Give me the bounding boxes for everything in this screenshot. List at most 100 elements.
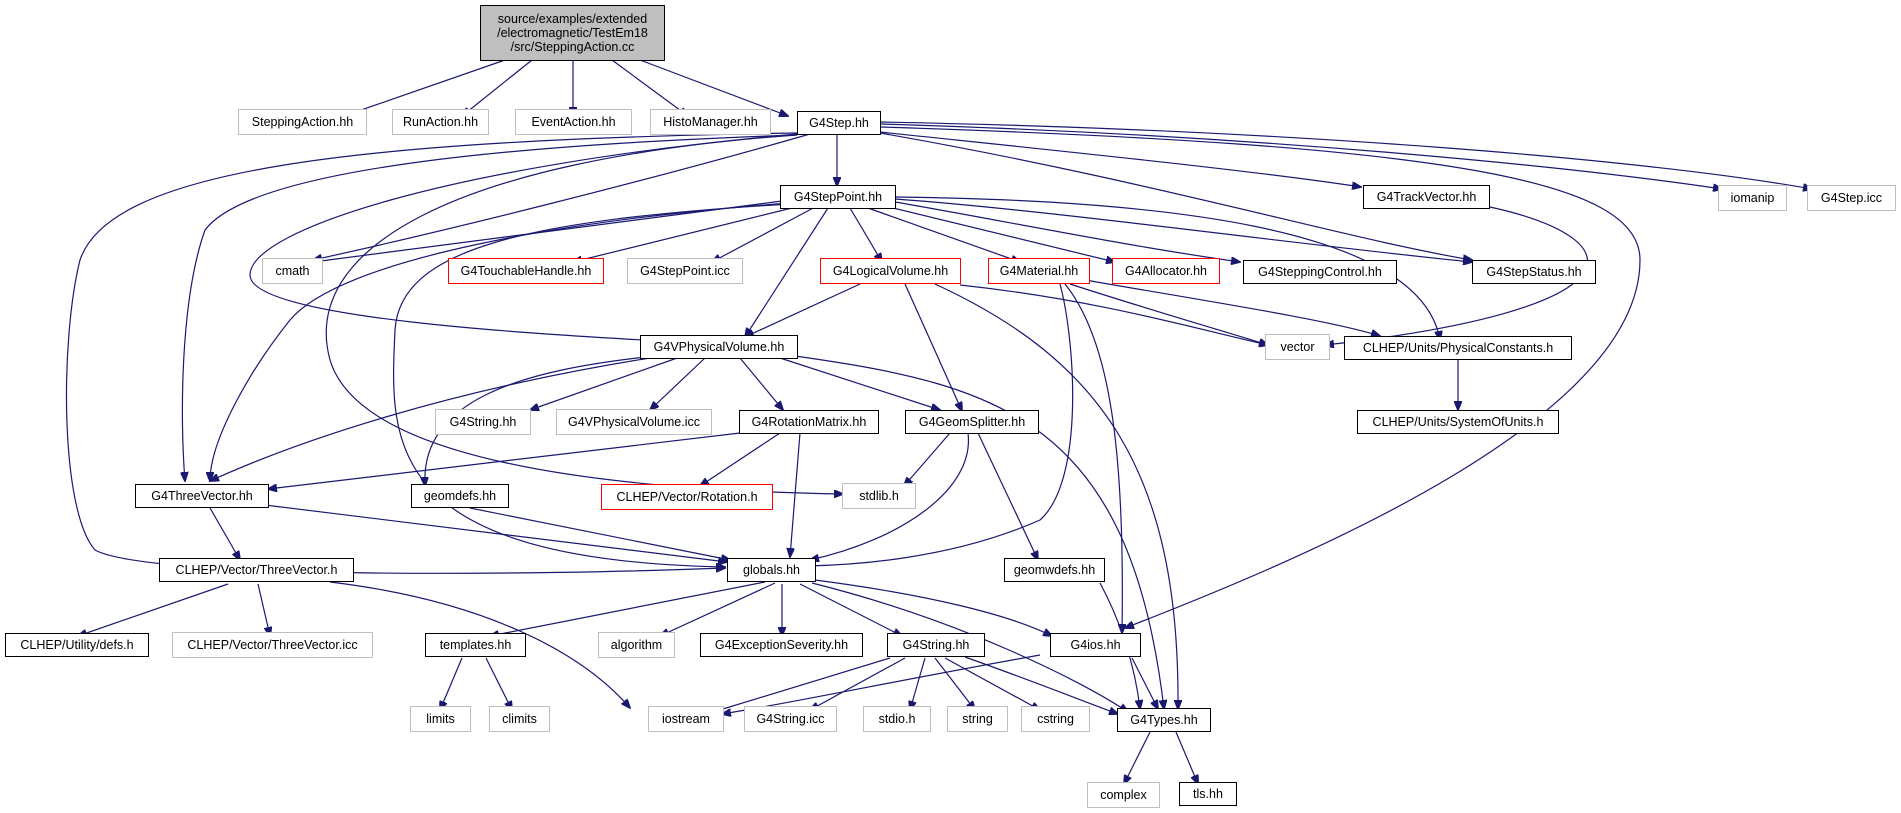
- node-clhepthreevectoricc[interactable]: CLHEP/Vector/ThreeVector.icc: [172, 632, 373, 658]
- node-box-g4material[interactable]: [988, 258, 1090, 284]
- node-box-g4step[interactable]: [797, 111, 881, 135]
- node-g4step[interactable]: G4Step.hh: [797, 111, 881, 135]
- node-box-systemofunits[interactable]: [1357, 410, 1559, 434]
- node-box-g4vphysicalicc[interactable]: [556, 409, 712, 435]
- node-g4allocator[interactable]: G4Allocator.hh: [1112, 258, 1220, 284]
- node-box-cmath[interactable]: [262, 258, 323, 284]
- node-box-algorithm[interactable]: [598, 632, 675, 658]
- node-globals[interactable]: globals.hh: [727, 558, 816, 582]
- node-eventaction[interactable]: EventAction.hh: [515, 109, 632, 135]
- node-clheprotation[interactable]: CLHEP/Vector/Rotation.h: [601, 484, 773, 510]
- node-box-g4stringicc[interactable]: [744, 706, 837, 732]
- node-vector[interactable]: vector: [1265, 334, 1330, 360]
- node-root[interactable]: source/examples/extended/electromagnetic…: [480, 5, 665, 61]
- node-box-g4steppingcontrol[interactable]: [1243, 260, 1397, 284]
- node-box-g4stringhh_gray[interactable]: [435, 409, 531, 435]
- node-g4exception[interactable]: G4ExceptionSeverity.hh: [700, 633, 863, 657]
- node-string[interactable]: string: [947, 706, 1008, 732]
- node-box-climits[interactable]: [489, 706, 550, 732]
- node-limits[interactable]: limits: [410, 706, 471, 732]
- node-g4stringicc[interactable]: G4String.icc: [744, 706, 837, 732]
- node-box-iostream[interactable]: [648, 706, 724, 732]
- node-iomanip[interactable]: iomanip: [1718, 185, 1787, 211]
- node-iostream[interactable]: iostream: [648, 706, 724, 732]
- node-g4string[interactable]: G4String.hh: [887, 633, 985, 657]
- node-box-limits[interactable]: [410, 706, 471, 732]
- node-box-string[interactable]: [947, 706, 1008, 732]
- node-box-g4rotation[interactable]: [739, 410, 879, 434]
- node-g4stepicc[interactable]: G4Step.icc: [1807, 185, 1896, 211]
- node-stdlib[interactable]: stdlib.h: [842, 483, 916, 509]
- node-physconst[interactable]: CLHEP/Units/PhysicalConstants.h: [1344, 336, 1572, 360]
- node-clhepthreevector[interactable]: CLHEP/Vector/ThreeVector.h: [159, 558, 354, 582]
- node-box-clheprotation[interactable]: [601, 484, 773, 510]
- node-box-globals[interactable]: [727, 558, 816, 582]
- node-box-g4geomsplitter[interactable]: [905, 410, 1039, 434]
- node-geomwdefs[interactable]: geomwdefs.hh: [1004, 558, 1105, 582]
- node-box-complex[interactable]: [1087, 782, 1160, 808]
- node-steppingaction[interactable]: SteppingAction.hh: [238, 109, 367, 135]
- node-box-g4touchable[interactable]: [448, 258, 604, 284]
- node-g4stepstatus[interactable]: G4StepStatus.hh: [1472, 260, 1596, 284]
- node-box-steppingaction[interactable]: [238, 109, 367, 135]
- node-box-clhepdefs[interactable]: [5, 633, 149, 657]
- node-g4steppingcontrol[interactable]: G4SteppingControl.hh: [1243, 260, 1397, 284]
- node-box-histomanager[interactable]: [650, 109, 771, 135]
- node-box-g4vphysical[interactable]: [640, 335, 798, 359]
- node-box-g4string[interactable]: [887, 633, 985, 657]
- node-box-eventaction[interactable]: [515, 109, 632, 135]
- node-g4material[interactable]: G4Material.hh: [988, 258, 1090, 284]
- node-box-g4steppoint[interactable]: [780, 185, 896, 209]
- node-stdio[interactable]: stdio.h: [863, 706, 931, 732]
- node-g4ios[interactable]: G4ios.hh: [1050, 633, 1141, 657]
- node-box-g4trackvector[interactable]: [1363, 185, 1490, 209]
- node-box-geomwdefs[interactable]: [1004, 558, 1105, 582]
- node-g4threevector[interactable]: G4ThreeVector.hh: [135, 484, 269, 508]
- node-g4rotation[interactable]: G4RotationMatrix.hh: [739, 410, 879, 434]
- node-box-g4stepicc[interactable]: [1807, 185, 1896, 211]
- node-clhepdefs[interactable]: CLHEP/Utility/defs.h: [5, 633, 149, 657]
- node-cmath[interactable]: cmath: [262, 258, 323, 284]
- node-box-root[interactable]: [480, 5, 665, 61]
- node-g4stringhh_gray[interactable]: G4String.hh: [435, 409, 531, 435]
- node-box-g4exception[interactable]: [700, 633, 863, 657]
- node-box-g4types[interactable]: [1117, 708, 1211, 732]
- node-histomanager[interactable]: HistoManager.hh: [650, 109, 771, 135]
- node-box-g4threevector[interactable]: [135, 484, 269, 508]
- node-box-templates[interactable]: [425, 633, 526, 657]
- node-box-stdio[interactable]: [863, 706, 931, 732]
- node-g4geomsplitter[interactable]: G4GeomSplitter.hh: [905, 410, 1039, 434]
- node-g4logical[interactable]: G4LogicalVolume.hh: [820, 258, 961, 284]
- node-box-runaction[interactable]: [392, 109, 489, 135]
- node-g4types[interactable]: G4Types.hh: [1117, 708, 1211, 732]
- node-box-clhepthreevector[interactable]: [159, 558, 354, 582]
- node-systemofunits[interactable]: CLHEP/Units/SystemOfUnits.h: [1357, 410, 1559, 434]
- node-box-stdlib[interactable]: [842, 483, 916, 509]
- node-g4steppointicc[interactable]: G4StepPoint.icc: [627, 258, 743, 284]
- node-runaction[interactable]: RunAction.hh: [392, 109, 489, 135]
- node-box-iomanip[interactable]: [1718, 185, 1787, 211]
- node-g4trackvector[interactable]: G4TrackVector.hh: [1363, 185, 1490, 209]
- node-templates[interactable]: templates.hh: [425, 633, 526, 657]
- node-box-cstring[interactable]: [1021, 706, 1090, 732]
- node-g4vphysicalicc[interactable]: G4VPhysicalVolume.icc: [556, 409, 712, 435]
- node-box-clhepthreevectoricc[interactable]: [172, 632, 373, 658]
- node-g4vphysical[interactable]: G4VPhysicalVolume.hh: [640, 335, 798, 359]
- node-box-geomdefs[interactable]: [411, 484, 509, 508]
- node-box-g4steppointicc[interactable]: [627, 258, 743, 284]
- node-complex[interactable]: complex: [1087, 782, 1160, 808]
- node-box-g4logical[interactable]: [820, 258, 961, 284]
- node-box-tls[interactable]: [1179, 782, 1237, 806]
- node-box-g4allocator[interactable]: [1112, 258, 1220, 284]
- node-g4touchable[interactable]: G4TouchableHandle.hh: [448, 258, 604, 284]
- node-climits[interactable]: climits: [489, 706, 550, 732]
- node-algorithm[interactable]: algorithm: [598, 632, 675, 658]
- node-geomdefs[interactable]: geomdefs.hh: [411, 484, 509, 508]
- node-box-physconst[interactable]: [1344, 336, 1572, 360]
- node-tls[interactable]: tls.hh: [1179, 782, 1237, 806]
- node-box-vector[interactable]: [1265, 334, 1330, 360]
- node-g4steppoint[interactable]: G4StepPoint.hh: [780, 185, 896, 209]
- node-box-g4stepstatus[interactable]: [1472, 260, 1596, 284]
- node-box-g4ios[interactable]: [1050, 633, 1141, 657]
- node-cstring[interactable]: cstring: [1021, 706, 1090, 732]
